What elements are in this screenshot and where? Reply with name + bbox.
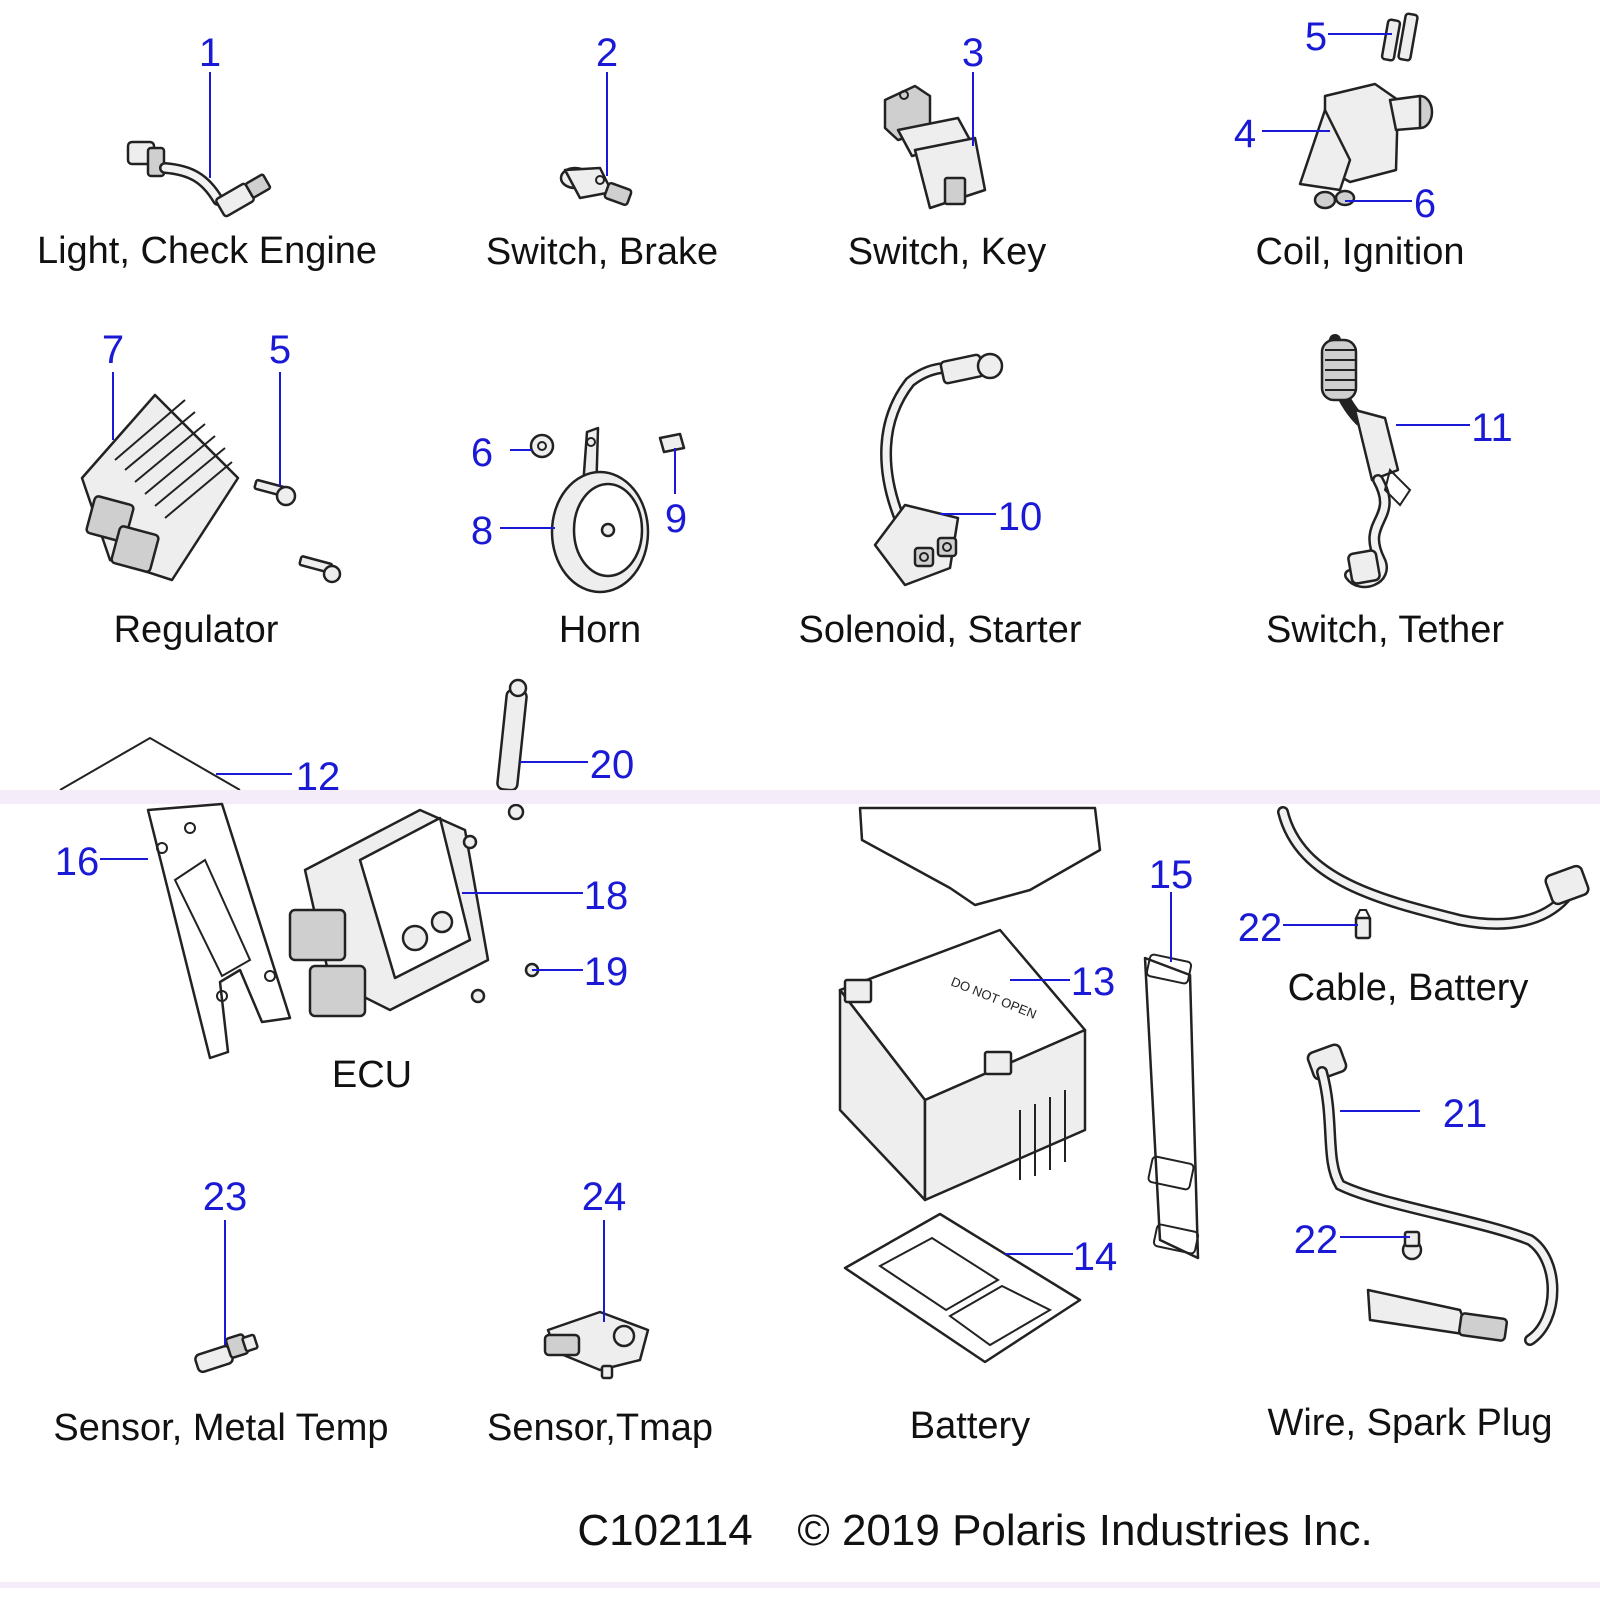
caption-light-check-engine: Light, Check Engine bbox=[37, 230, 377, 272]
battery-pad-part bbox=[843, 1212, 1082, 1364]
horn-part bbox=[529, 426, 686, 594]
callout-8: 8 bbox=[471, 509, 493, 553]
caption-cable-battery: Cable, Battery bbox=[1288, 967, 1529, 1009]
kit-bracket-12 bbox=[59, 736, 241, 791]
caption-regulator: Regulator bbox=[114, 609, 279, 651]
ecu-bracket-part bbox=[146, 802, 292, 1060]
callout-4: 4 bbox=[1234, 112, 1256, 156]
starter-solenoid-part bbox=[873, 352, 1004, 587]
battery-strap-part bbox=[1143, 953, 1200, 1260]
callout-3: 3 bbox=[962, 31, 984, 75]
battery-cover-part bbox=[858, 806, 1102, 907]
scan-artifact-bottom bbox=[0, 1582, 1600, 1588]
callout-19: 19 bbox=[584, 950, 629, 994]
check-engine-light-part bbox=[126, 140, 272, 218]
ecu-part bbox=[288, 808, 540, 1018]
callout-9: 9 bbox=[665, 497, 687, 541]
battery-cable-part bbox=[1277, 806, 1590, 940]
callout-10: 10 bbox=[998, 495, 1043, 539]
caption-battery: Battery bbox=[910, 1405, 1030, 1447]
scan-artifact-band bbox=[0, 790, 1600, 804]
callout-20: 20 bbox=[590, 743, 635, 787]
caption-sensor-tmap: Sensor,Tmap bbox=[487, 1407, 713, 1449]
callout-11: 11 bbox=[1471, 406, 1513, 450]
caption-horn: Horn bbox=[559, 609, 641, 651]
metal-temp-sensor-part bbox=[194, 1333, 259, 1374]
caption-sensor-metal-temp: Sensor, Metal Temp bbox=[53, 1407, 388, 1449]
callout-22a: 22 bbox=[1238, 906, 1283, 950]
callout-2: 2 bbox=[596, 31, 618, 75]
ignition-coil-part bbox=[1298, 12, 1434, 210]
caption-solenoid-starter: Solenoid, Starter bbox=[798, 609, 1081, 651]
callout-1: 1 bbox=[199, 31, 221, 75]
brake-switch-part bbox=[559, 166, 633, 207]
callout-23: 23 bbox=[203, 1175, 248, 1219]
callout-5b: 5 bbox=[269, 328, 291, 372]
tether-switch-part bbox=[1320, 334, 1412, 589]
callout-15: 15 bbox=[1149, 853, 1194, 897]
spark-plug-wire-part bbox=[1306, 1043, 1559, 1346]
callout-24: 24 bbox=[582, 1175, 627, 1219]
callout-21: 21 bbox=[1443, 1092, 1488, 1136]
drawing-number: C102114 bbox=[577, 1506, 752, 1555]
callout-18: 18 bbox=[584, 874, 629, 918]
caption-switch-brake: Switch, Brake bbox=[486, 231, 718, 273]
tmap-sensor-part bbox=[543, 1310, 650, 1380]
callout-14: 14 bbox=[1073, 1235, 1118, 1279]
caption-ecu: ECU bbox=[332, 1054, 412, 1096]
callout-22b: 22 bbox=[1294, 1218, 1339, 1262]
caption-switch-tether: Switch, Tether bbox=[1266, 609, 1504, 651]
callout-7: 7 bbox=[102, 328, 124, 372]
caption-coil-ignition: Coil, Ignition bbox=[1255, 231, 1464, 273]
callout-6b: 6 bbox=[471, 431, 493, 475]
callout-6a: 6 bbox=[1414, 182, 1436, 226]
battery-part: DO NOT OPEN bbox=[838, 928, 1087, 1202]
key-switch-part bbox=[883, 84, 987, 210]
regulator-part bbox=[80, 393, 342, 584]
copyright-notice: © 2019 Polaris Industries Inc. bbox=[797, 1506, 1372, 1555]
callout-16: 16 bbox=[55, 840, 100, 884]
callout-5a: 5 bbox=[1305, 15, 1327, 59]
callout-13: 13 bbox=[1071, 960, 1116, 1004]
caption-switch-key: Switch, Key bbox=[848, 231, 1047, 273]
caption-wire-spark-plug: Wire, Spark Plug bbox=[1267, 1402, 1552, 1444]
ground-strap-part bbox=[496, 678, 528, 821]
